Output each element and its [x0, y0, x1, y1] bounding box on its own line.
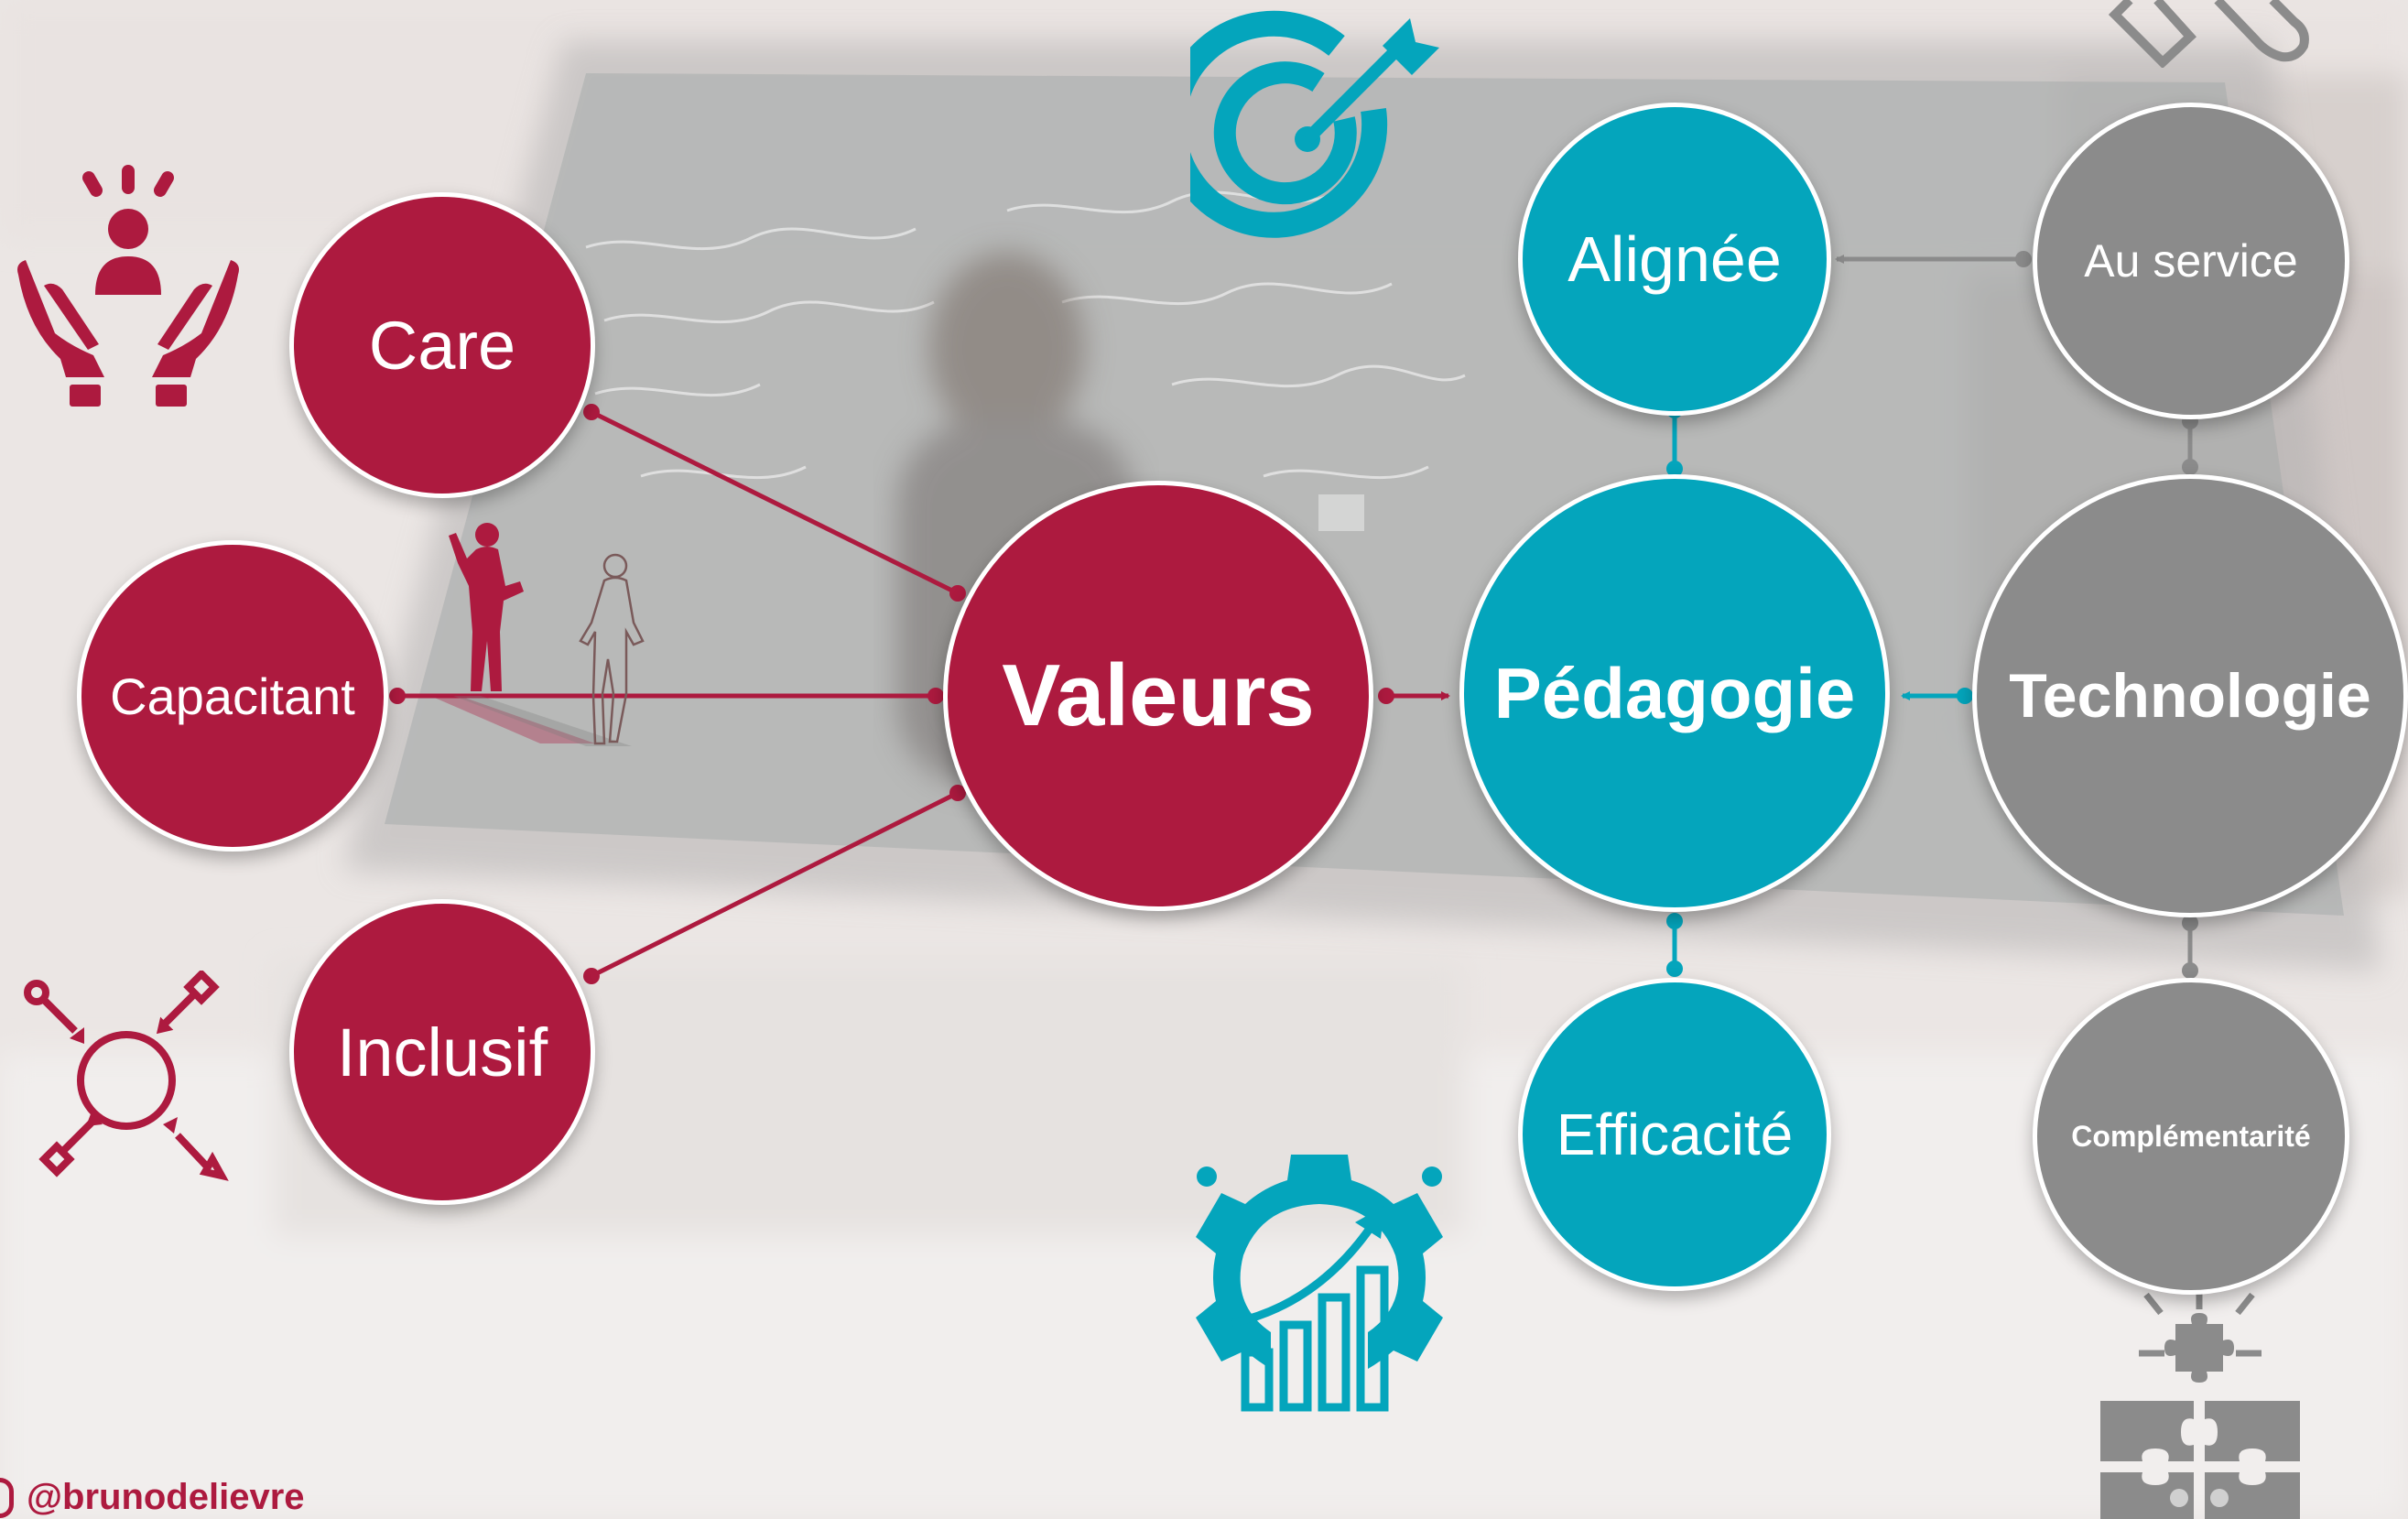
footer-social-handle: @brunodelievre: [0, 1476, 305, 1519]
node-alignee-label: Alignée: [1567, 223, 1782, 295]
node-valeurs-label: Valeurs: [1002, 646, 1315, 744]
node-inclusif: Inclusif: [289, 899, 595, 1205]
node-alignee: Alignée: [1518, 103, 1831, 416]
node-efficacite: Efficacité: [1518, 978, 1831, 1291]
gear-growth-chart-icon: [1196, 1155, 1443, 1412]
target-arrow-icon: [1190, 10, 1439, 238]
node-complementarite: Complémentarité: [2033, 978, 2349, 1295]
node-care-label: Care: [368, 307, 516, 384]
node-au-service: Au service: [2033, 103, 2349, 419]
node-care: Care: [289, 192, 595, 498]
node-capacitant-label: Capacitant: [110, 667, 355, 725]
node-au-service-label: Au service: [2084, 235, 2298, 287]
node-inclusif-label: Inclusif: [336, 1014, 548, 1090]
node-complementarite-label: Complémentarité: [2071, 1119, 2311, 1153]
connector-care-valeurs: [590, 409, 960, 596]
node-pedagogie: Pédagogie: [1459, 474, 1890, 912]
hands-holding-person-icon: [17, 165, 239, 407]
tools-icon: [2108, 0, 2309, 68]
node-capacitant: Capacitant: [77, 540, 388, 852]
puzzle-pieces-icon: [2100, 1286, 2300, 1519]
node-technologie: Technologie: [1972, 474, 2408, 917]
node-efficacite-label: Efficacité: [1556, 1101, 1794, 1167]
node-technologie-label: Technologie: [2009, 661, 2371, 731]
connector-inclusif-valeurs: [590, 790, 960, 979]
node-valeurs: Valeurs: [943, 481, 1373, 911]
inclusion-circle-arrows-icon: [24, 971, 229, 1181]
node-pedagogie-label: Pédagogie: [1493, 652, 1856, 733]
instagram-icon: [0, 1477, 14, 1518]
social-handle-text: @brunodelievre: [27, 1477, 305, 1517]
